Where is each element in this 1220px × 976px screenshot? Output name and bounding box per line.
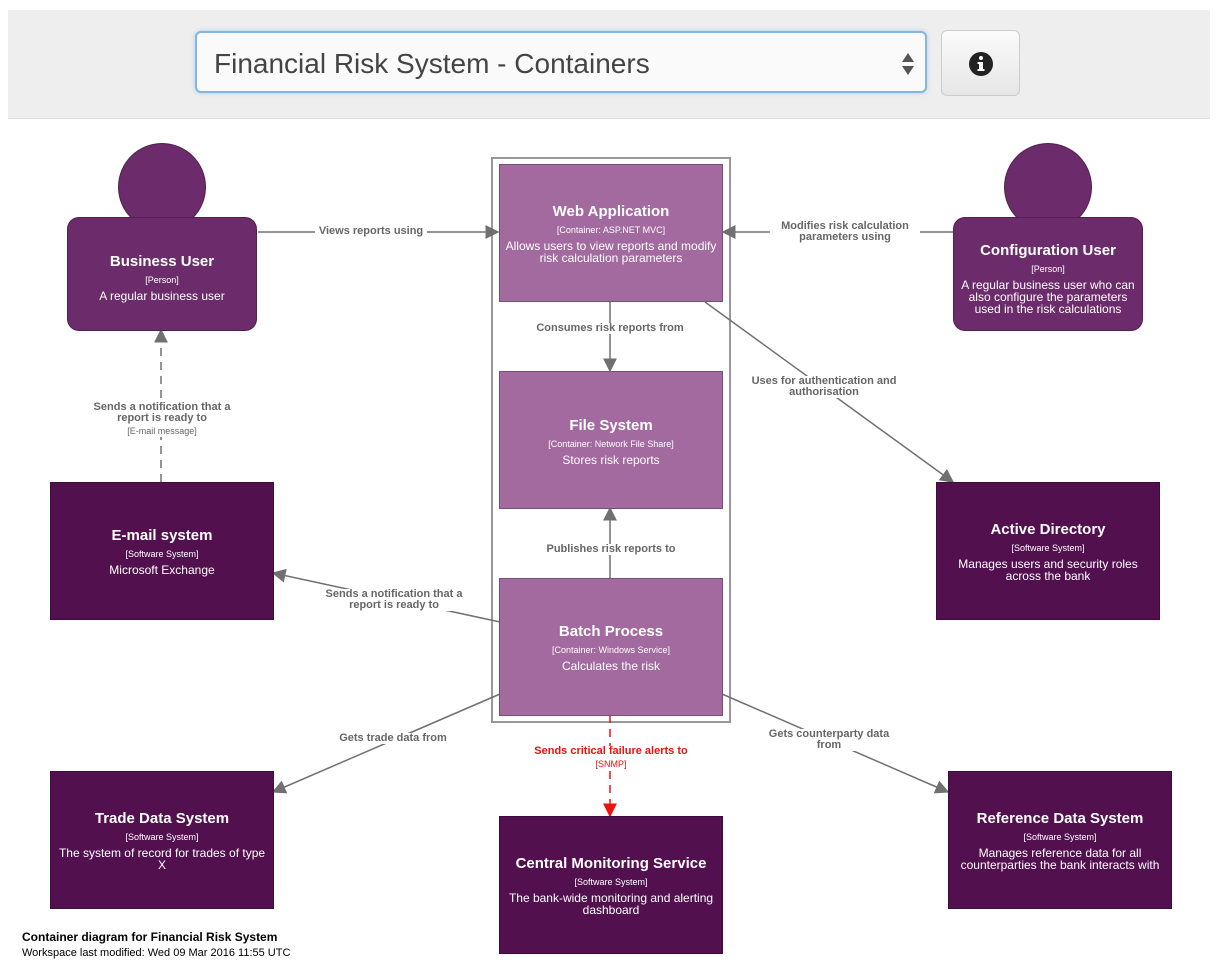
label-uses-auth: Uses for authentication and authorisatio… xyxy=(746,376,902,398)
reference-data-system-type: [Software System] xyxy=(1023,832,1097,842)
active-directory-system[interactable]: Active Directory [Software System] Manag… xyxy=(936,482,1160,620)
email-system-name: E-mail system xyxy=(111,527,213,544)
label-critical-alerts-tech: [SNMP] xyxy=(595,759,627,769)
label-counterparty: Gets counterparty data from xyxy=(763,729,895,751)
diagram-title: Container diagram for Financial Risk Sys… xyxy=(22,930,278,944)
active-directory-name: Active Directory xyxy=(990,521,1106,538)
file-system-description: Stores risk reports xyxy=(562,453,660,467)
view-select-dropdown[interactable]: Financial Risk System - Containers xyxy=(195,31,927,93)
info-button[interactable] xyxy=(941,30,1020,96)
business-user-head xyxy=(118,143,206,231)
configuration-user-description: A regular business user who can also con… xyxy=(961,278,1135,316)
central-monitoring-description: The bank-wide monitoring and alerting da… xyxy=(508,891,714,917)
business-user-description: A regular business user xyxy=(99,289,225,303)
label-counterparty-text: Gets counterparty data from xyxy=(768,728,890,751)
batch-process-container[interactable]: Batch Process [Container: Windows Servic… xyxy=(499,578,723,716)
central-monitoring-name: Central Monitoring Service xyxy=(515,855,707,872)
trade-data-system-name: Trade Data System xyxy=(94,810,230,827)
trade-data-system-type: [Software System] xyxy=(125,832,199,842)
label-modifies-params: Modifies risk calculation parameters usi… xyxy=(770,221,920,243)
label-consumes-reports-text: Consumes risk reports from xyxy=(536,322,684,334)
active-directory-description: Manages users and security roles across … xyxy=(958,557,1138,583)
email-system-description: Microsoft Exchange xyxy=(109,563,215,577)
batch-process-name: Batch Process xyxy=(558,623,664,640)
web-application-type: [Container: ASP.NET MVC] xyxy=(556,225,666,235)
selected-view-label: Financial Risk System - Containers xyxy=(214,48,650,79)
configuration-user-head xyxy=(1004,143,1092,231)
label-consumes-reports: Consumes risk reports from xyxy=(531,323,689,334)
central-monitoring-type: [Software System] xyxy=(574,877,648,887)
label-notify-user-tech: [E-mail message] xyxy=(127,426,197,436)
label-publishes-reports-text: Publishes risk reports to xyxy=(546,543,676,555)
info-circle-icon xyxy=(969,52,993,76)
batch-process-type: [Container: Windows Service] xyxy=(551,645,671,655)
container-boundary xyxy=(491,157,731,723)
label-notify-user-text: Sends a notification that a report is re… xyxy=(93,401,231,424)
label-uses-auth-text: Uses for authentication and authorisatio… xyxy=(751,375,897,398)
business-user-type: [Person] xyxy=(145,275,179,285)
batch-process-description: Calculates the risk xyxy=(561,659,661,673)
diagram-caption: Container diagram for Financial Risk Sys… xyxy=(22,930,290,959)
configuration-user-type: [Person] xyxy=(1031,264,1065,274)
label-critical-alerts: Sends critical failure alerts to [SNMP] xyxy=(532,746,690,770)
label-gets-trade-text: Gets trade data from xyxy=(339,732,447,744)
trade-data-system-description: The system of record for trades of type … xyxy=(58,846,266,872)
business-user-person[interactable]: Business User [Person] A regular busines… xyxy=(67,217,257,331)
label-notify-user: Sends a notification that a report is re… xyxy=(86,402,238,437)
reference-data-system-name: Reference Data System xyxy=(976,810,1144,827)
label-batch-notify-text: Sends a notification that a report is re… xyxy=(325,588,463,611)
file-system-container[interactable]: File System [Container: Network File Sha… xyxy=(499,371,723,509)
file-system-name: File System xyxy=(569,417,653,434)
email-system-type: [Software System] xyxy=(125,549,199,559)
reference-data-system[interactable]: Reference Data System [Software System] … xyxy=(948,771,1172,909)
reference-data-system-description: Manages reference data for all counterpa… xyxy=(960,846,1160,872)
web-application-name: Web Application xyxy=(552,203,670,220)
label-modifies-params-text: Modifies risk calculation parameters usi… xyxy=(781,220,909,243)
label-views-reports: Views reports using xyxy=(315,226,427,237)
label-views-reports-text: Views reports using xyxy=(318,225,424,237)
central-monitoring-system[interactable]: Central Monitoring Service [Software Sys… xyxy=(499,816,723,954)
label-gets-trade: Gets trade data from xyxy=(330,733,456,744)
business-user-name: Business User xyxy=(109,253,215,270)
label-batch-notify: Sends a notification that a report is re… xyxy=(318,589,470,611)
email-system[interactable]: E-mail system [Software System] Microsof… xyxy=(50,482,274,620)
up-down-arrows-icon xyxy=(902,53,914,75)
label-publishes-reports: Publishes risk reports to xyxy=(538,544,684,555)
trade-data-system[interactable]: Trade Data System [Software System] The … xyxy=(50,771,274,909)
web-application-description: Allows users to view reports and modify … xyxy=(505,239,717,265)
workspace-modified: Workspace last modified: Wed 09 Mar 2016… xyxy=(22,947,291,959)
web-application-container[interactable]: Web Application [Container: ASP.NET MVC]… xyxy=(499,164,723,302)
label-critical-alerts-text: Sends critical failure alerts to xyxy=(534,745,688,757)
configuration-user-name: Configuration User xyxy=(980,242,1116,259)
active-directory-type: [Software System] xyxy=(1011,543,1085,553)
toolbar: Financial Risk System - Containers xyxy=(8,10,1210,119)
file-system-type: [Container: Network File Share] xyxy=(548,439,674,449)
configuration-user-person[interactable]: Configuration User [Person] A regular bu… xyxy=(953,217,1143,331)
